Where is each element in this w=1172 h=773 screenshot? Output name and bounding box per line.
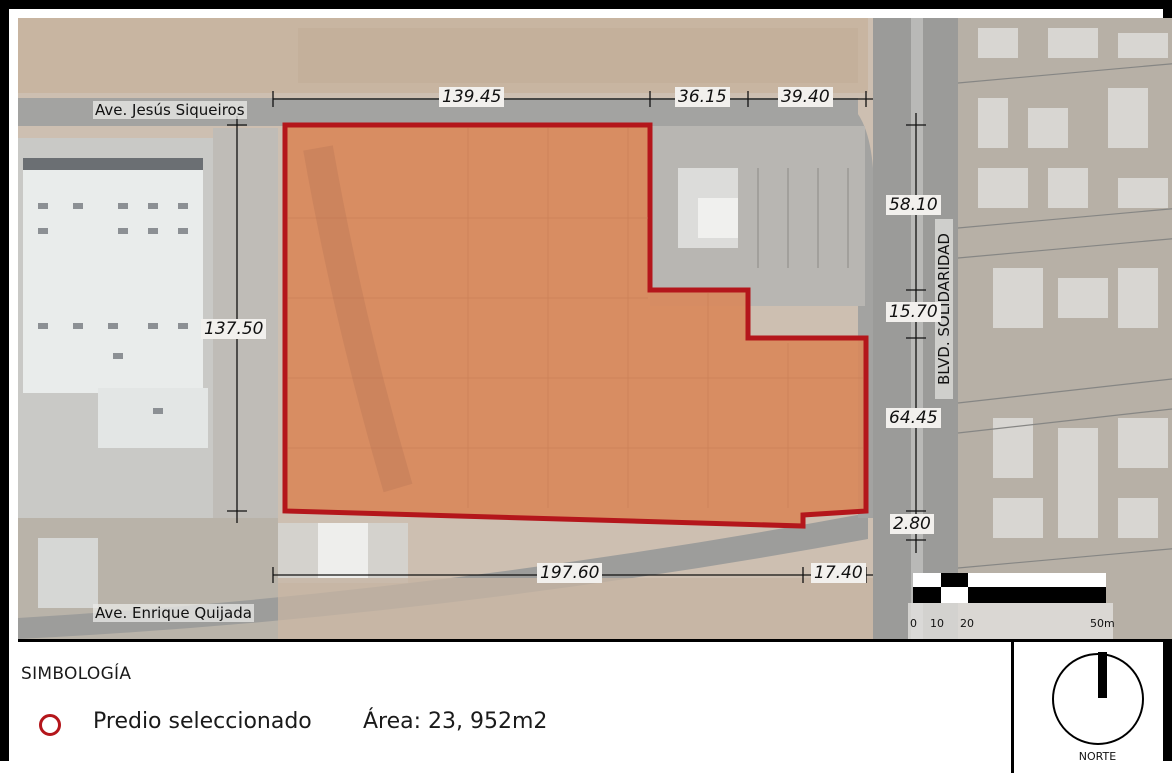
aerial-map: Ave. Jesús Siqueiros Ave. Enrique Quijad… — [18, 18, 1172, 639]
scale-bar — [908, 573, 1113, 639]
legend-panel: SIMBOLOGÍA Predio seleccionado Área: 23,… — [18, 639, 1172, 773]
legend-title: SIMBOLOGÍA — [21, 664, 132, 684]
dimension-label: 137.50 — [201, 319, 267, 339]
scale-label: 10 — [930, 617, 944, 630]
scale-label: 0 — [910, 617, 917, 630]
street-label-north: Ave. Jesús Siqueiros — [93, 101, 247, 119]
area-text: Área: 23, 952m2 — [363, 709, 548, 734]
dimension-label: 2.80 — [890, 514, 934, 534]
north-arrow-box: NORTE — [1011, 642, 1172, 773]
dimension-label: 15.70 — [886, 302, 941, 322]
dimension-label: 197.60 — [537, 563, 603, 583]
parcel-symbol-icon — [39, 714, 61, 736]
scale-label: 50m — [1090, 617, 1115, 630]
dimension-label: 36.15 — [675, 87, 730, 107]
dimension-label: 139.45 — [439, 87, 505, 107]
scale-label: 20 — [960, 617, 974, 630]
dimension-label: 39.40 — [778, 87, 833, 107]
legend-item-label: Predio seleccionado — [93, 709, 312, 734]
dimension-label: 58.10 — [886, 195, 941, 215]
north-arrow-icon — [1052, 652, 1144, 745]
dimension-label: 64.45 — [886, 408, 941, 428]
dimension-label: 17.40 — [811, 563, 866, 583]
parcel-polygon — [282, 122, 869, 529]
street-label-south: Ave. Enrique Quijada — [93, 604, 254, 622]
map-canvas — [18, 18, 1172, 639]
north-label: NORTE — [1078, 750, 1117, 763]
north-needle — [1098, 652, 1107, 698]
